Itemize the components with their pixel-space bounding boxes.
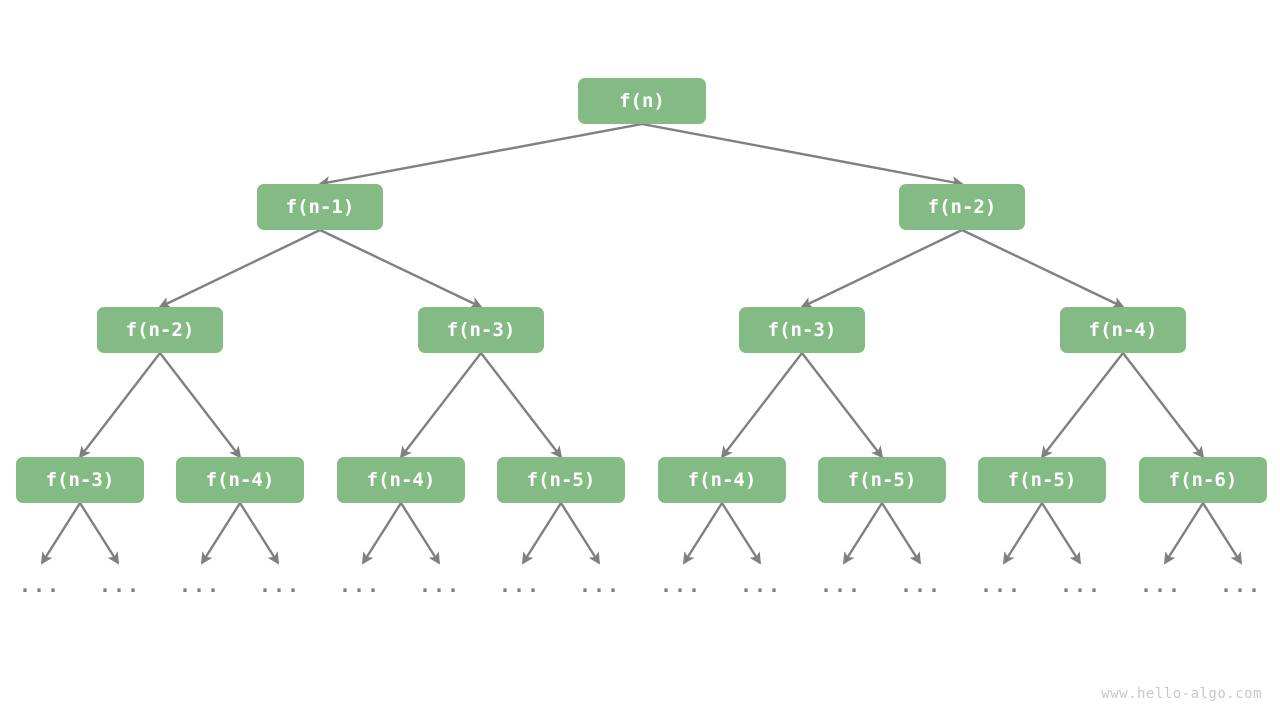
- tree-edge: [238, 502, 280, 565]
- tree-edge: [559, 502, 601, 565]
- tree-edge: [1040, 352, 1124, 459]
- ellipsis-marker: ...: [98, 573, 142, 597]
- tree-edge: [720, 352, 803, 459]
- tree-edge: [1040, 502, 1082, 565]
- ellipsis-marker: ...: [498, 573, 542, 597]
- watermark: www.hello-algo.com: [1101, 686, 1262, 702]
- ellipsis-marker: ...: [1059, 573, 1103, 597]
- tree-edge: [399, 352, 482, 459]
- tree-node: f(n-4): [1060, 307, 1186, 353]
- tree-edge: [1163, 502, 1205, 565]
- tree-edge: [521, 502, 563, 565]
- tree-node: f(n-3): [418, 307, 544, 353]
- tree-edge: [319, 228, 483, 309]
- tree-node: f(n-4): [337, 457, 465, 503]
- ellipsis-marker: ...: [1219, 573, 1263, 597]
- ellipsis-marker: ...: [979, 573, 1023, 597]
- tree-edge: [361, 502, 403, 565]
- tree-edge: [720, 502, 762, 565]
- tree-edge: [1002, 502, 1044, 565]
- tree-node: f(n-4): [176, 457, 304, 503]
- ellipsis-marker: ...: [659, 573, 703, 597]
- tree-node: f(n-5): [818, 457, 946, 503]
- tree-edge: [961, 228, 1125, 309]
- tree-edge: [200, 502, 242, 565]
- tree-edge: [1122, 352, 1205, 459]
- tree-edge: [1201, 502, 1243, 565]
- tree-node: f(n-3): [739, 307, 865, 353]
- ellipsis-marker: ...: [18, 573, 62, 597]
- tree-edge: [78, 352, 161, 459]
- tree-node: f(n): [578, 78, 706, 124]
- tree-node: f(n-3): [16, 457, 144, 503]
- ellipsis-marker: ...: [258, 573, 302, 597]
- tree-edge: [801, 352, 884, 459]
- tree-edge: [159, 352, 242, 459]
- tree-edge: [158, 228, 321, 309]
- ellipsis-marker: ...: [578, 573, 622, 597]
- tree-edge: [40, 502, 82, 565]
- tree-node: f(n-5): [497, 457, 625, 503]
- tree-edge: [880, 502, 922, 565]
- ellipsis-marker: ...: [1139, 573, 1183, 597]
- ellipsis-marker: ...: [418, 573, 462, 597]
- ellipsis-marker: ...: [178, 573, 222, 597]
- tree-node: f(n-1): [257, 184, 383, 230]
- tree-edge: [800, 228, 963, 309]
- tree-edge: [682, 502, 724, 565]
- ellipsis-marker: ...: [819, 573, 863, 597]
- tree-edge: [318, 122, 643, 189]
- ellipsis-marker: ...: [899, 573, 943, 597]
- ellipsis-marker: ...: [338, 573, 382, 597]
- ellipsis-marker: ...: [739, 573, 783, 597]
- tree-node: f(n-2): [899, 184, 1025, 230]
- tree-edge: [78, 502, 120, 565]
- tree-node: f(n-2): [97, 307, 223, 353]
- tree-node: f(n-5): [978, 457, 1106, 503]
- tree-node: f(n-6): [1139, 457, 1267, 503]
- tree-edge: [641, 122, 964, 189]
- tree-edge: [842, 502, 884, 565]
- tree-edge: [480, 352, 563, 459]
- tree-node: f(n-4): [658, 457, 786, 503]
- tree-edge: [399, 502, 441, 565]
